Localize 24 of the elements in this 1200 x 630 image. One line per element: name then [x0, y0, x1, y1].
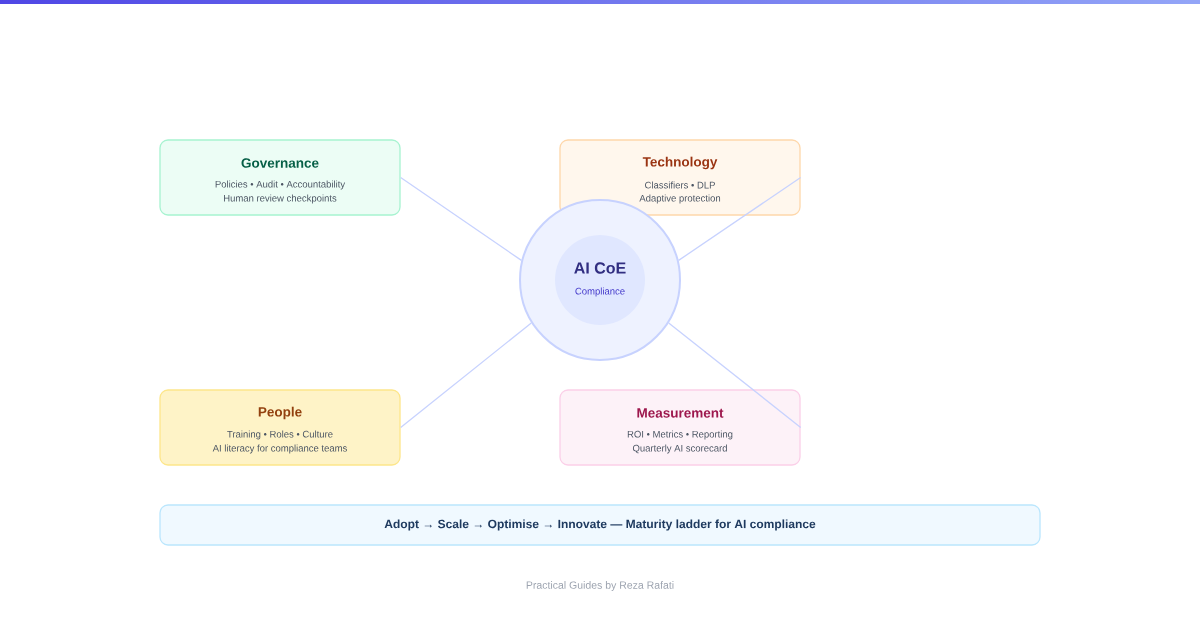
- card-text: Policies • Audit • Accountability: [215, 180, 346, 190]
- info-card: [159, 389, 401, 466]
- card-title: Measurement: [637, 408, 724, 418]
- card-text: Adaptive protection: [639, 194, 721, 204]
- connector-line: [677, 176, 802, 262]
- card-title: People: [258, 406, 302, 420]
- card-text: AI literacy for compliance teams: [212, 444, 347, 454]
- card-text: Human review checkpoints: [224, 194, 337, 204]
- card-text: Training • Roles • Culture: [227, 430, 333, 440]
- hub-title: AI CoE: [574, 262, 626, 274]
- connector-line: [400, 322, 532, 429]
- connector-line: [400, 176, 523, 262]
- connector-line: [668, 322, 802, 429]
- info-card: [559, 389, 801, 466]
- footer-text: Practical Guides by Reza Rafati: [526, 581, 674, 591]
- banner: Adopt → Scale → Optimise → Innovate — Maturity ladder for AI compliance: [159, 504, 1041, 546]
- card-text: ROI • Metrics • Reporting: [627, 430, 733, 440]
- card-text: Classifiers • DLP: [645, 181, 715, 189]
- info-card: [159, 139, 401, 216]
- hub-subtitle: Compliance: [575, 287, 625, 297]
- card-title: Technology: [642, 156, 718, 170]
- info-card: [559, 139, 801, 216]
- card-title: Governance: [241, 158, 319, 168]
- card-text: Quarterly AI scorecard: [632, 444, 727, 454]
